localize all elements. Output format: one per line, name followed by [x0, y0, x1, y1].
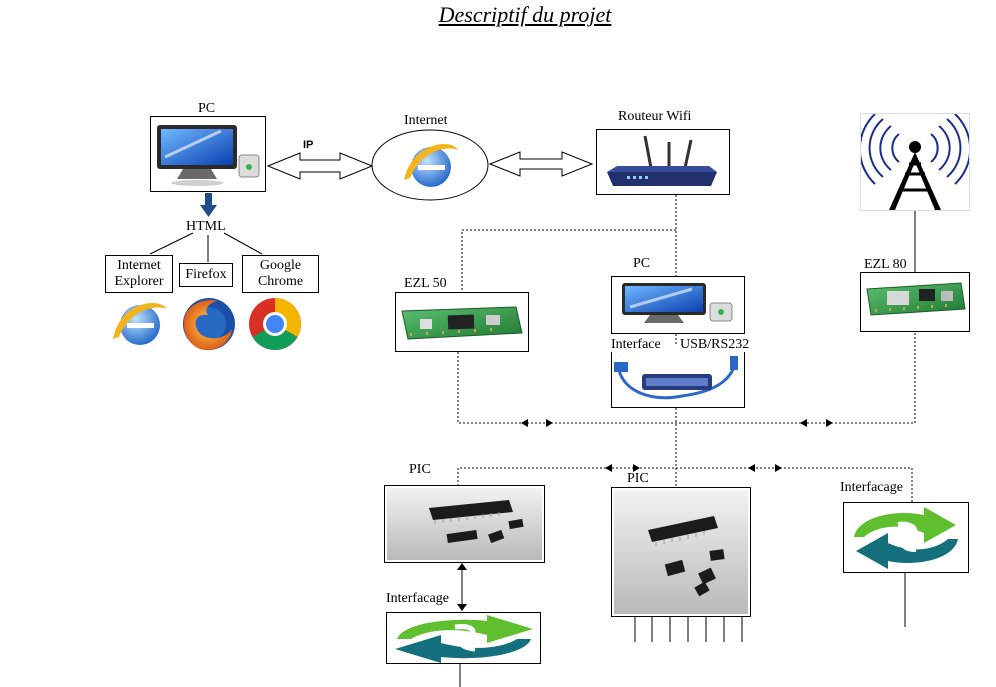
wifi-router-icon — [607, 135, 717, 186]
cable-box — [611, 352, 745, 408]
radio-antenna-icon — [858, 113, 972, 210]
browser-ie-line2: Explorer — [114, 274, 164, 289]
interfacage-right-label: Interfacage — [840, 480, 903, 495]
monitor-icon — [157, 125, 260, 186]
pic-mid-box — [611, 487, 751, 617]
interface-label: Interface — [611, 337, 661, 352]
ezl50-box — [395, 292, 529, 352]
antenna-box — [858, 113, 972, 211]
usb-rs232-label: USB/RS232 — [680, 337, 750, 352]
interfacage-left-label: Interfacage — [386, 591, 449, 606]
pc-top-box — [150, 116, 266, 192]
html-arrow-shaft — [205, 193, 212, 205]
ezl50-label: EZL 50 — [404, 276, 447, 291]
pc-mid-label: PC — [633, 256, 651, 271]
pc-top-label: PC — [198, 101, 216, 116]
firefox-icon — [183, 298, 235, 351]
browser-firefox-box: Firefox — [179, 263, 233, 287]
ezl80-box — [860, 272, 970, 332]
circuit-module-icon — [401, 306, 523, 340]
internet-router-arrow — [488, 151, 594, 177]
pic-left-box — [384, 485, 545, 563]
browser-chrome-line2: Chrome — [257, 274, 304, 289]
router-label: Routeur Wifi — [618, 109, 692, 124]
browser-ie-box: Internet Explorer — [105, 255, 173, 293]
pic-left-label: PIC — [409, 462, 431, 477]
internet-label: Internet — [404, 113, 448, 128]
chrome-icon — [249, 298, 301, 350]
pic-chip-icon — [387, 488, 542, 560]
circuit-module-icon — [866, 282, 966, 316]
router-box — [596, 129, 730, 195]
ip-label: IP — [303, 139, 314, 151]
html-arrow-head — [200, 205, 217, 217]
sync-icon — [854, 507, 958, 569]
pc-mid-box — [611, 276, 745, 334]
internet-explorer-icon — [113, 302, 167, 345]
pic-mid-label: PIC — [627, 471, 649, 486]
monitor-icon — [622, 283, 733, 323]
ezl80-label: EZL 80 — [864, 257, 907, 272]
sync-icon — [395, 615, 533, 663]
page-title: Descriptif du projet — [438, 2, 612, 27]
interfacage-right-box — [843, 502, 969, 573]
browser-firefox-label: Firefox — [185, 267, 227, 282]
browser-chrome-box: Google Chrome — [242, 255, 319, 293]
pic-chip-icon — [614, 490, 748, 614]
internet-explorer-icon — [404, 143, 458, 187]
html-label: HTML — [186, 219, 226, 234]
browser-ie-line1: Internet — [117, 258, 161, 273]
browser-chrome-line1: Google — [259, 258, 302, 273]
usb-serial-cable-icon — [614, 356, 738, 400]
interfacage-left-box — [386, 612, 541, 664]
pc-internet-arrow — [266, 152, 374, 180]
